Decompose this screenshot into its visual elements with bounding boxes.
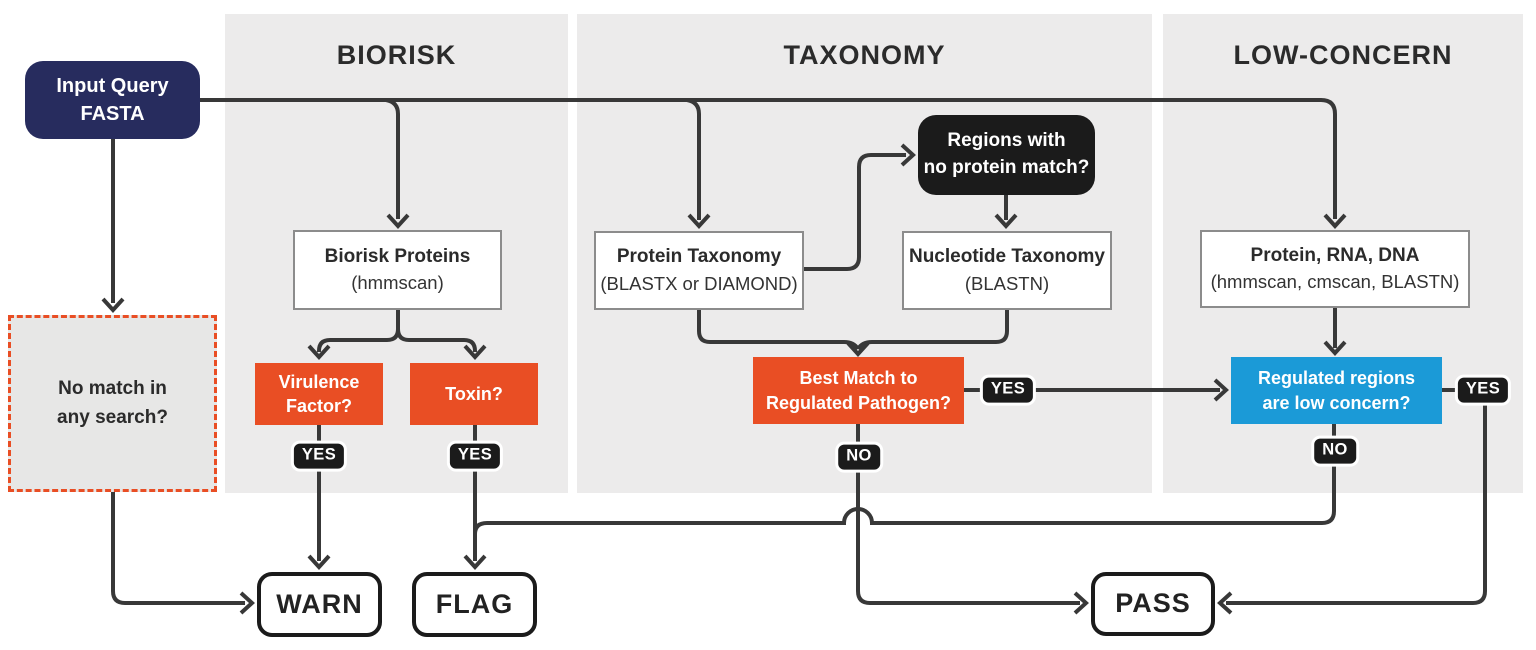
regulated-regions-line2: are low concern? [1262,392,1411,413]
edge-nomatch-warn [111,492,245,605]
warn-outcome-node: WARN [257,572,382,637]
arrowhead-into-regulated-top [1323,340,1347,356]
best-match-yes-badge: YES [979,374,1037,406]
input-query-line1: Input Query [56,75,169,97]
arrowhead-into-regions [900,143,916,167]
input-query-fasta-node: Input Query FASTA [25,61,200,139]
flag-outcome-node: FLAG [412,572,537,637]
panel-biorisk-title: BIORISK [336,40,457,70]
edge-merge-left [697,310,860,351]
arrowhead-into-flag-top [463,554,487,570]
nucleotide-taxonomy-subtitle: (BLASTN) [964,272,1050,294]
arrowhead-into-virulence [307,344,331,360]
arrowhead-into-biorisk-proteins [386,213,410,229]
protein-taxonomy-node: Protein Taxonomy (BLASTX or DIAMOND) [594,231,804,310]
panel-taxonomy-title: TAXONOMY [783,40,946,70]
regulated-no-badge: NO [1311,435,1359,467]
nucleotide-taxonomy-title: Nucleotide Taxonomy [908,246,1105,268]
arrowhead-into-nucleotide [994,213,1018,229]
arrowhead-into-toxin [463,344,487,360]
arrowhead-into-prdna [1323,213,1347,229]
pass-label: PASS [1115,588,1191,619]
arrowhead-into-pass-right [1217,591,1233,615]
toxin-node: Toxin? [410,363,538,425]
arrowhead-into-nomatch [101,297,125,313]
edge-bestmatch-no-pass [856,424,1080,605]
no-match-line2: any search? [57,406,168,428]
arrowhead-into-pass-left [1073,591,1089,615]
protein-taxonomy-subtitle: (BLASTX or DIAMOND) [600,272,798,294]
edge-split-toxin [396,310,477,352]
toxin-yes-badge: YES [446,440,504,472]
arrowhead-into-regulated [1213,378,1229,402]
edge-merge-right [856,310,1009,351]
flag-label: FLAG [435,588,514,619]
protein-rna-dna-title: Protein, RNA, DNA [1250,244,1420,266]
biorisk-proteins-node: Biorisk Proteins (hmmscan) [293,230,502,310]
regions-no-protein-match-node: Regions with no protein match? [918,115,1095,195]
virulence-factor-node: Virulence Factor? [255,363,383,425]
virulence-line1: Virulence [278,371,360,392]
edge-branch-biorisk [385,98,400,219]
protein-rna-dna-subtitle: (hmmscan, cmscan, BLASTN) [1210,271,1460,293]
nucleotide-taxonomy-node: Nucleotide Taxonomy (BLASTN) [902,231,1112,310]
biorisk-proteins-subtitle: (hmmscan) [351,272,444,294]
arrowhead-into-warn-left [239,591,255,615]
no-match-line1: No match in [58,378,167,399]
regulated-regions-line1: Regulated regions [1257,368,1416,389]
virulence-line2: Factor? [285,396,352,416]
arrowhead-into-warn-top [307,554,331,570]
toxin-label: Toxin? [445,383,503,404]
best-match-line1: Best Match to [799,368,918,389]
edge-split-virulence [317,310,400,352]
edge-proteintax-regions [804,153,906,271]
no-match-node: No match in any search? [8,315,217,492]
regions-line2: no protein match? [923,157,1090,178]
protein-taxonomy-title: Protein Taxonomy [616,246,782,268]
panel-low-concern-title: LOW-CONCERN [1233,40,1453,70]
best-match-no-badge: NO [835,441,883,473]
edge-regulated-no-flag [473,424,1336,535]
biorisk-proteins-title: Biorisk Proteins [324,245,471,267]
pass-outcome-node: PASS [1091,572,1215,636]
arrowhead-into-protein-taxonomy [687,213,711,229]
protein-rna-dna-node: Protein, RNA, DNA (hmmscan, cmscan, BLAS… [1200,230,1470,308]
regulated-regions-low-concern-node: Regulated regions are low concern? [1231,357,1442,424]
best-match-regulated-pathogen-node: Best Match to Regulated Pathogen? [753,357,964,424]
best-match-line2: Regulated Pathogen? [765,392,951,413]
virulence-yes-badge: YES [290,440,348,472]
arrowhead-into-bestmatch [846,341,870,357]
warn-label: WARN [276,588,363,619]
input-query-line2: FASTA [80,103,145,125]
edge-input-main [200,98,1337,219]
regions-line1: Regions with [947,130,1066,152]
regulated-yes-badge: YES [1454,374,1512,406]
edge-branch-taxonomy [686,98,701,220]
